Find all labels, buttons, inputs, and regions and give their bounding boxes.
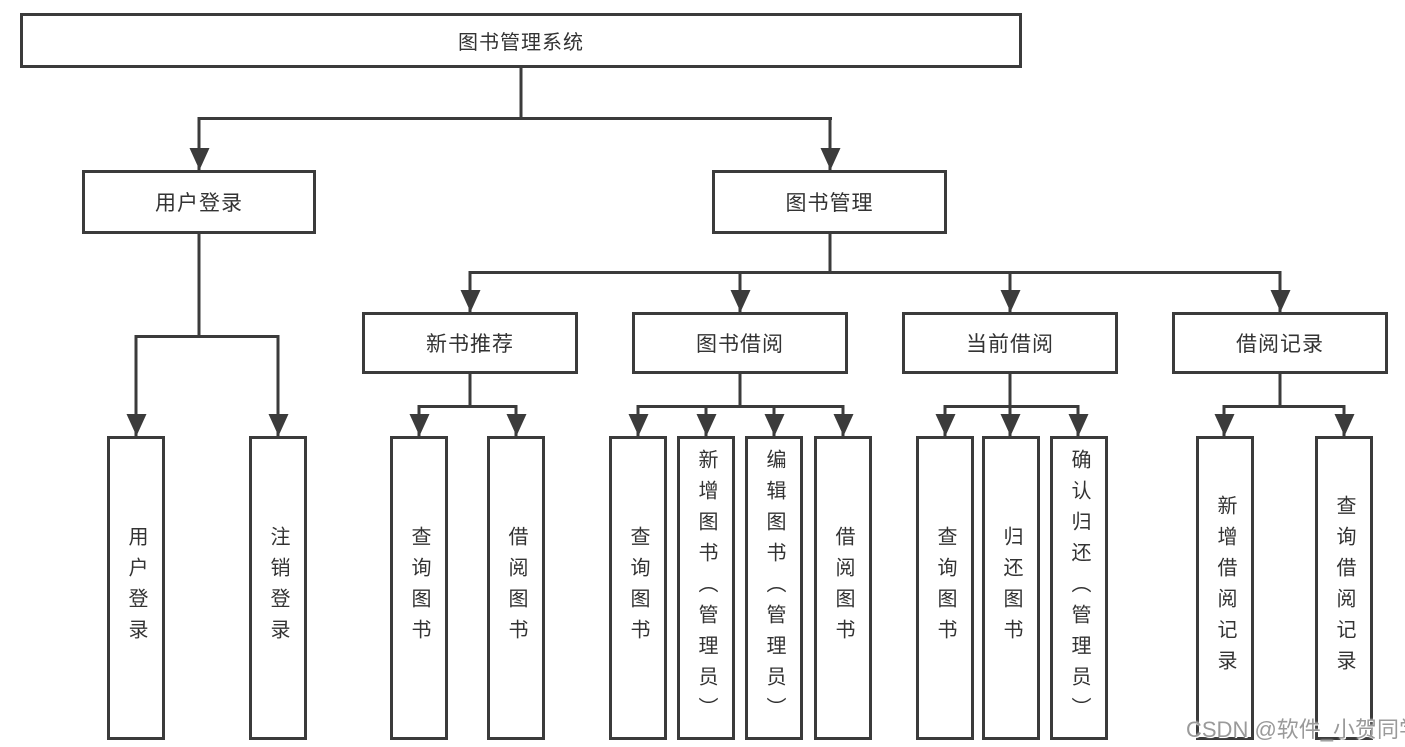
node-label: 当前借阅 xyxy=(966,333,1054,356)
connector-borrow-records-stem xyxy=(1278,374,1282,408)
node-root-library-system: 图书管理系统 xyxy=(20,13,1022,68)
connector-arrow-to-leaf-logout xyxy=(276,335,280,436)
node-new-book-recommendation: 新书推荐 xyxy=(362,312,578,374)
connector-arrow-rec-borrow xyxy=(514,405,518,436)
leaf-rec-query-books: 查询图书 xyxy=(390,436,448,740)
connector-user-login-rail xyxy=(136,335,279,338)
connector-book-mgmt-stem xyxy=(828,232,832,274)
leaf-records-add-record: 新增借阅记录 xyxy=(1196,436,1254,740)
connector-arrow-to-new-book-rec xyxy=(468,271,472,312)
node-label: 借阅记录 xyxy=(1236,333,1324,356)
csdn-watermark: CSDN @软件_小贺同学 xyxy=(1186,717,1405,742)
leaf-label: 注销登录 xyxy=(267,526,289,650)
connector-arrow-to-book-borrow xyxy=(738,271,742,312)
connector-arrow-borrow-edit xyxy=(772,405,776,436)
leaf-label: 新增图书（管理员） xyxy=(695,448,717,728)
connector-arrow-borrow-add xyxy=(704,405,708,436)
connector-arrow-borrow-query xyxy=(636,405,640,436)
leaf-label: 借阅图书 xyxy=(832,526,854,650)
connector-arrow-to-current-borrow xyxy=(1008,271,1012,312)
connector-level3-rail xyxy=(470,271,1281,274)
connector-arrow-rec-query xyxy=(417,405,421,436)
leaf-current-confirm-return-admin: 确认归还（管理员） xyxy=(1050,436,1108,740)
leaf-label: 新增借阅记录 xyxy=(1214,495,1236,681)
connector-arrow-borrow-borrow xyxy=(841,405,845,436)
connector-arrow-records-query xyxy=(1342,405,1346,436)
connector-arrow-current-query xyxy=(943,405,947,436)
connector-arrow-current-return xyxy=(1008,405,1012,436)
connector-current-borrow-rail xyxy=(945,405,1079,408)
connector-book-borrow-rail xyxy=(638,405,844,408)
connector-arrow-to-user-login xyxy=(197,117,201,170)
leaf-label: 编辑图书（管理员） xyxy=(763,448,785,728)
leaf-label: 归还图书 xyxy=(1000,526,1022,650)
node-book-borrowing: 图书借阅 xyxy=(632,312,848,374)
connector-arrow-records-add xyxy=(1222,405,1226,436)
leaf-label: 借阅图书 xyxy=(505,526,527,650)
leaf-borrow-add-books-admin: 新增图书（管理员） xyxy=(677,436,735,740)
leaf-borrow-query-books: 查询图书 xyxy=(609,436,667,740)
node-borrowing-records: 借阅记录 xyxy=(1172,312,1388,374)
leaf-current-return-books: 归还图书 xyxy=(982,436,1040,740)
connector-book-borrow-stem xyxy=(738,374,742,408)
connector-root-stem xyxy=(519,68,523,119)
leaf-label: 查询图书 xyxy=(934,526,956,650)
connector-arrow-to-leaf-user-login xyxy=(134,335,138,436)
node-label: 图书管理系统 xyxy=(458,32,584,54)
leaf-rec-borrow-books: 借阅图书 xyxy=(487,436,545,740)
node-book-management: 图书管理 xyxy=(712,170,947,234)
connector-arrow-to-borrow-records xyxy=(1278,271,1282,312)
connector-new-book-rec-stem xyxy=(468,374,472,408)
connector-arrow-current-confirm xyxy=(1076,405,1080,436)
leaf-borrow-borrow-books: 借阅图书 xyxy=(814,436,872,740)
connector-current-borrow-stem xyxy=(1008,374,1012,408)
node-label: 新书推荐 xyxy=(426,333,514,356)
leaf-borrow-edit-books-admin: 编辑图书（管理员） xyxy=(745,436,803,740)
leaf-label: 查询图书 xyxy=(627,526,649,650)
node-label: 图书借阅 xyxy=(696,333,784,356)
leaf-label: 确认归还（管理员） xyxy=(1068,448,1090,728)
node-label: 用户登录 xyxy=(155,192,243,215)
node-user-login: 用户登录 xyxy=(82,170,316,234)
connector-borrow-records-rail xyxy=(1224,405,1344,408)
leaf-user-login: 用户登录 xyxy=(107,436,165,740)
leaf-logout: 注销登录 xyxy=(249,436,307,740)
connector-user-login-stem xyxy=(197,232,201,338)
leaf-label: 用户登录 xyxy=(125,526,147,650)
leaf-label: 查询图书 xyxy=(408,526,430,650)
leaf-label: 查询借阅记录 xyxy=(1333,495,1355,681)
leaf-current-query-books: 查询图书 xyxy=(916,436,974,740)
connector-arrow-to-book-mgmt xyxy=(828,117,832,170)
connector-level2-rail xyxy=(198,117,832,120)
node-label: 图书管理 xyxy=(785,192,874,215)
node-current-borrowing: 当前借阅 xyxy=(902,312,1118,374)
connector-new-book-rec-rail xyxy=(419,405,517,408)
leaf-records-query-record: 查询借阅记录 xyxy=(1315,436,1373,740)
